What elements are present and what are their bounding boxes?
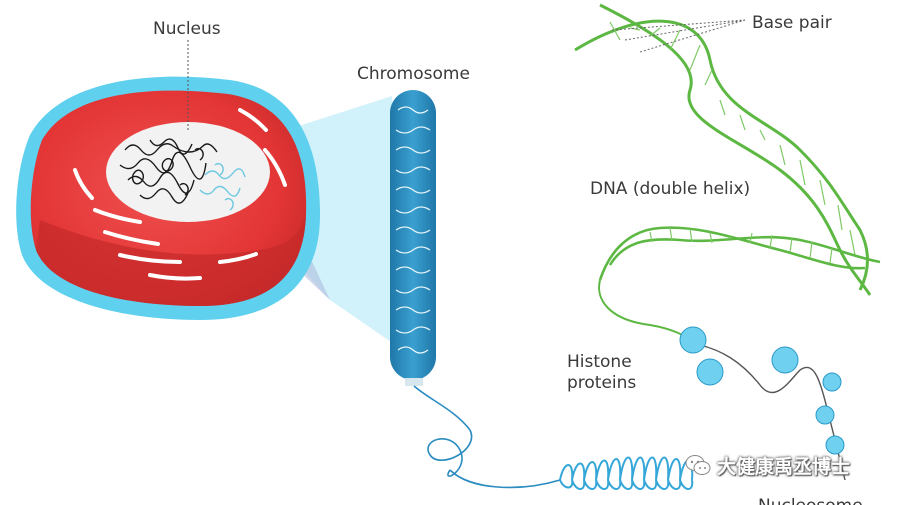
histone-bead [822, 372, 842, 392]
solenoid-coil [559, 456, 694, 490]
label-histone-proteins: Histone proteins [567, 352, 637, 393]
chromosome [390, 90, 436, 386]
cell [16, 40, 320, 320]
label-nucleus: Nucleus [153, 19, 221, 39]
histone-octamer [696, 358, 724, 386]
label-base-pair: Base pair [752, 13, 832, 33]
nucleus [106, 122, 270, 222]
base-pair-pointers [611, 19, 746, 53]
wechat-icon [685, 455, 711, 475]
histone-octamer [679, 326, 707, 354]
label-dna: DNA (double helix) [590, 179, 751, 199]
label-chromosome: Chromosome [357, 64, 470, 84]
histone-bead [825, 435, 845, 455]
watermark-text: 大健康禹丞博士 [717, 455, 851, 478]
chromatin-highlight [199, 163, 246, 211]
histone-bead [815, 405, 835, 425]
chromatin [119, 138, 218, 204]
chromatin-fiber [413, 385, 561, 489]
watermark: 大健康禹丞博士 [685, 453, 851, 478]
label-nucleosome: Nucleosome [758, 496, 863, 505]
histone-octamer [771, 346, 799, 374]
histone-proteins [679, 326, 846, 481]
cell-organelles [73, 108, 287, 281]
dna-double-helix [574, 3, 872, 296]
